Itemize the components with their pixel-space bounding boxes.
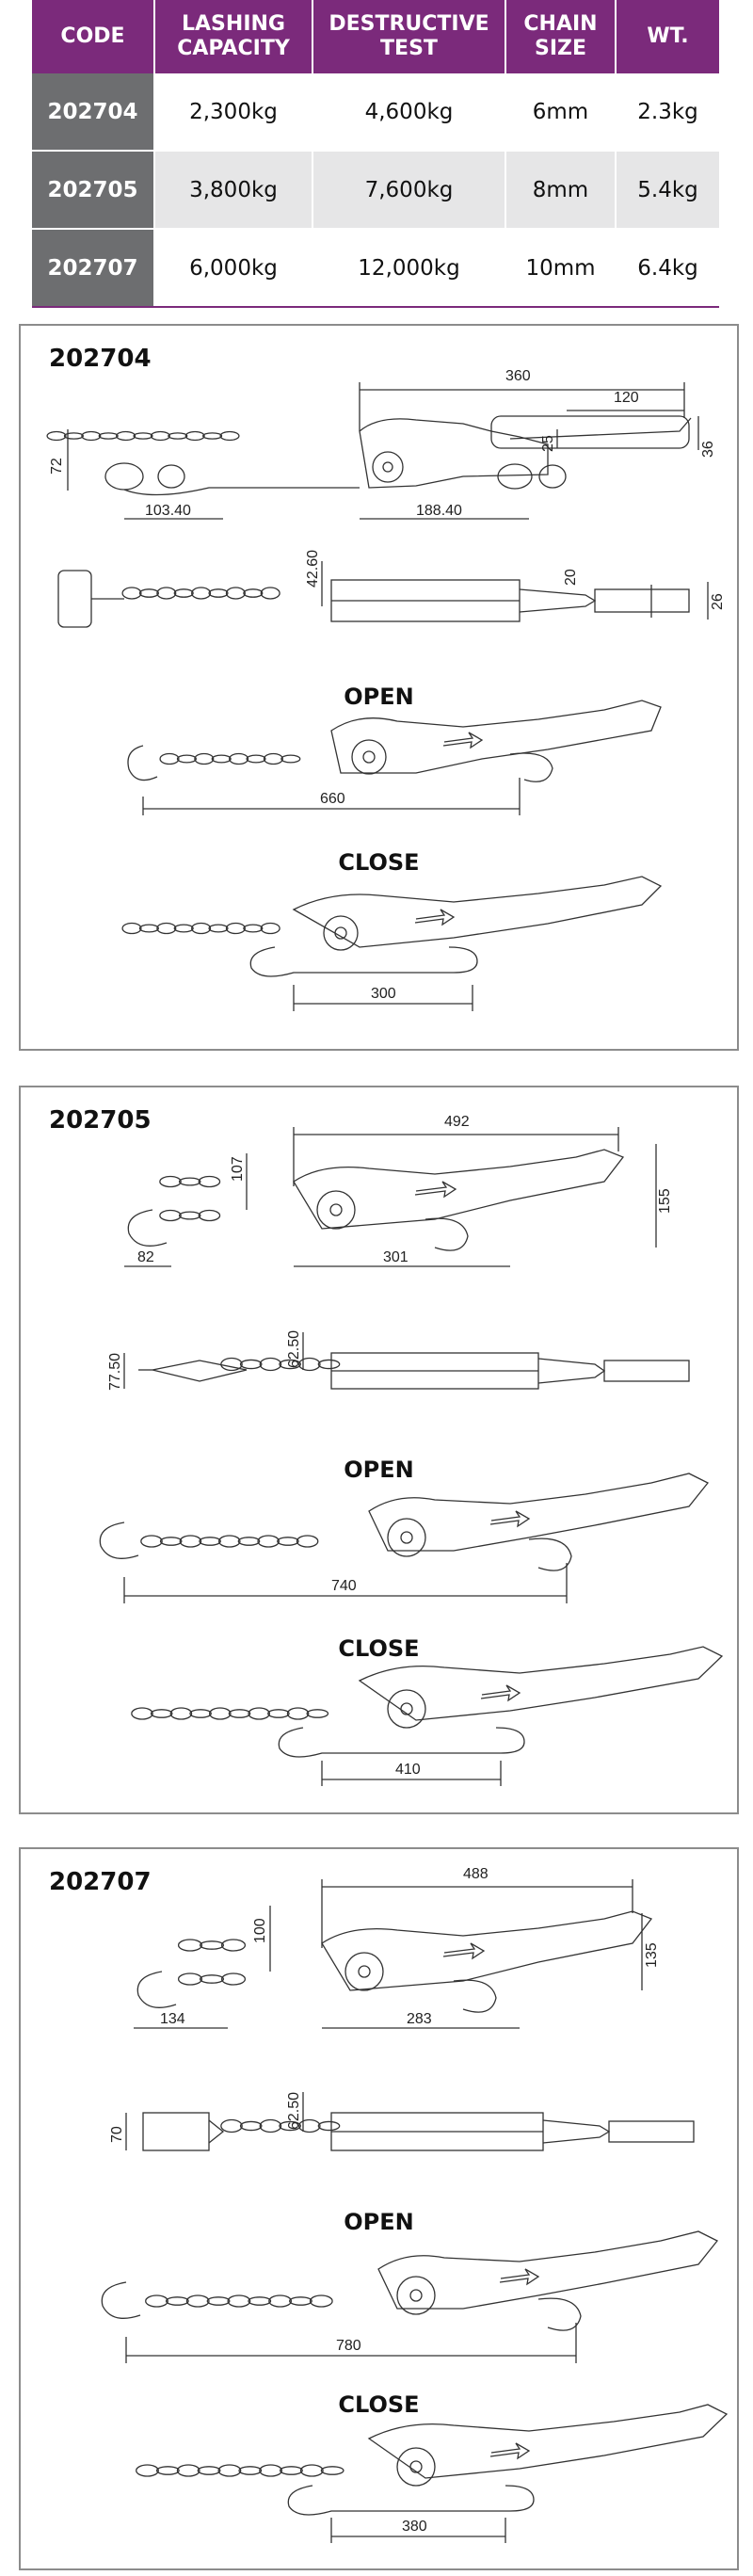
panel-code: 202707 bbox=[49, 1868, 152, 1896]
cell-weight: 6.4kg bbox=[616, 229, 719, 308]
cell-lashing-capacity: 3,800kg bbox=[154, 151, 313, 230]
dim-301: 301 bbox=[383, 1249, 409, 1265]
dim-25: 25 bbox=[540, 435, 556, 452]
table-row: 202705 3,800kg 7,600kg 8mm 5.4kg bbox=[32, 151, 719, 230]
table-row: 202704 2,300kg 4,600kg 6mm 2.3kg bbox=[32, 73, 719, 152]
close-label: CLOSE bbox=[338, 849, 420, 876]
open-label: OPEN bbox=[344, 1457, 414, 1483]
dim-close-length: 380 bbox=[402, 2519, 427, 2535]
cell-code: 202707 bbox=[32, 229, 155, 308]
dim-70: 70 bbox=[109, 2126, 125, 2143]
header-destructive-test: DESTRUCTIVE TEST bbox=[312, 0, 506, 73]
dim-107: 107 bbox=[230, 1156, 246, 1182]
technical-drawing-202704 bbox=[46, 382, 709, 1011]
header-lashing-capacity: LASHING CAPACITY bbox=[154, 0, 313, 73]
cell-chain-size: 6mm bbox=[505, 73, 617, 152]
dim-26: 26 bbox=[710, 593, 726, 610]
technical-drawing-202707 bbox=[101, 1879, 729, 2543]
dim-134: 134 bbox=[160, 2011, 185, 2027]
cell-code: 202705 bbox=[32, 151, 155, 230]
cell-lashing-capacity: 6,000kg bbox=[154, 229, 313, 308]
cell-chain-size: 8mm bbox=[505, 151, 617, 230]
header-code: CODE bbox=[32, 0, 155, 73]
open-label: OPEN bbox=[344, 684, 414, 710]
header-weight: WT. bbox=[616, 0, 719, 73]
dim-283: 283 bbox=[407, 2011, 432, 2027]
cell-destructive-test: 4,600kg bbox=[312, 73, 506, 152]
technical-drawing-202705 bbox=[99, 1127, 724, 1786]
table-row: 202707 6,000kg 12,000kg 10mm 6.4kg bbox=[32, 229, 719, 308]
table-header-row: CODE LASHING CAPACITY DESTRUCTIVE TEST C… bbox=[32, 0, 719, 73]
spec-table: CODE LASHING CAPACITY DESTRUCTIVE TEST C… bbox=[32, 0, 719, 308]
dim-42-60: 42.60 bbox=[305, 549, 321, 588]
open-label: OPEN bbox=[344, 2209, 414, 2235]
drawing-panel-202704: 202704 bbox=[19, 324, 739, 1051]
close-label: CLOSE bbox=[338, 2391, 420, 2418]
dim-open-length: 780 bbox=[336, 2338, 361, 2354]
dim-82: 82 bbox=[137, 1249, 154, 1265]
cell-weight: 5.4kg bbox=[616, 151, 719, 230]
dim-36: 36 bbox=[700, 441, 716, 458]
cell-lashing-capacity: 2,300kg bbox=[154, 73, 313, 152]
dim-77-50: 77.50 bbox=[107, 1352, 123, 1391]
close-label: CLOSE bbox=[338, 1635, 420, 1662]
dim-close-length: 410 bbox=[395, 1762, 421, 1778]
dim-62-50: 62.50 bbox=[286, 2091, 302, 2130]
dim-120: 120 bbox=[614, 390, 639, 406]
panel-code: 202705 bbox=[49, 1106, 152, 1135]
cell-destructive-test: 7,600kg bbox=[312, 151, 506, 230]
drawing-panel-202707: 202707 bbox=[19, 1847, 739, 2570]
dim-135: 135 bbox=[644, 1942, 660, 1968]
cell-chain-size: 10mm bbox=[505, 229, 617, 308]
header-chain-size: CHAIN SIZE bbox=[505, 0, 617, 73]
dim-492: 492 bbox=[444, 1114, 470, 1130]
dim-72: 72 bbox=[49, 458, 65, 475]
cell-destructive-test: 12,000kg bbox=[312, 229, 506, 308]
dim-62-50: 62.50 bbox=[286, 1329, 302, 1368]
cell-code: 202704 bbox=[32, 73, 155, 152]
dim-155: 155 bbox=[657, 1188, 673, 1214]
dim-open-length: 740 bbox=[331, 1578, 357, 1594]
dim-103-40: 103.40 bbox=[145, 503, 191, 519]
dim-close-length: 300 bbox=[371, 986, 396, 1002]
drawing-panel-202705: 202705 bbox=[19, 1086, 739, 1814]
dim-20: 20 bbox=[563, 569, 579, 586]
cell-weight: 2.3kg bbox=[616, 73, 719, 152]
panel-code: 202704 bbox=[49, 345, 152, 373]
dim-360: 360 bbox=[505, 368, 531, 384]
dim-488: 488 bbox=[463, 1866, 489, 1882]
dim-open-length: 660 bbox=[320, 791, 345, 807]
dim-100: 100 bbox=[252, 1918, 268, 1943]
dim-188-40: 188.40 bbox=[416, 503, 462, 519]
